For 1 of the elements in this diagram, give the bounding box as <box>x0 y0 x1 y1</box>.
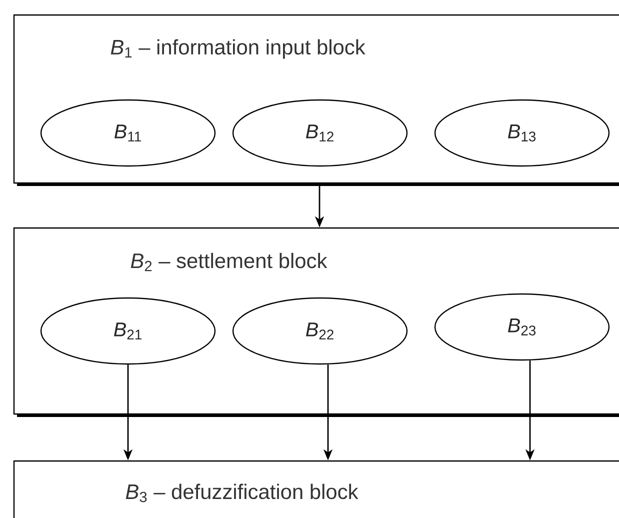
block-box: B$_{3}$ – defuzzification block <box>13 460 619 518</box>
